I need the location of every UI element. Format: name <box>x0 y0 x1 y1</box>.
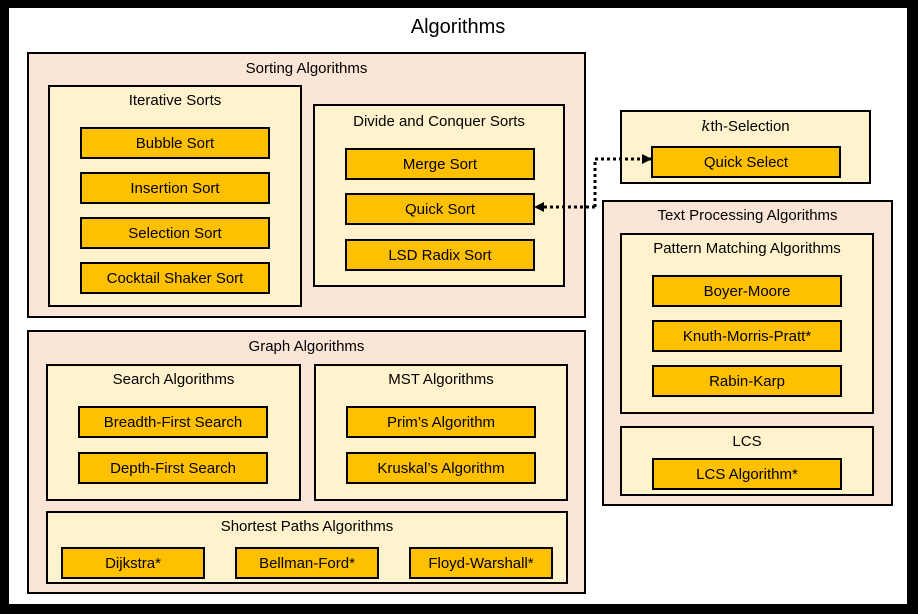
kth-selection-label: kth-Selection <box>622 117 869 135</box>
kth-selection-label-rest: th-Selection <box>710 118 790 135</box>
search-algorithms-label: Search Algorithms <box>112 371 235 388</box>
lcs-algorithm-box: LCS Algorithm* <box>652 458 842 490</box>
shortest-paths-algorithms-group: Shortest Paths Algorithms Dijkstra* Bell… <box>46 511 568 584</box>
insertion-sort-box: Insertion Sort <box>80 172 270 204</box>
bubble-sort-box: Bubble Sort <box>80 127 270 159</box>
rabin-karp-box: Rabin-Karp <box>652 365 842 397</box>
mst-algorithms-label: MST Algorithms <box>388 371 494 388</box>
boyer-moore-box: Boyer-Moore <box>652 275 842 307</box>
mst-algorithms-group: MST Algorithms Prim’s Algorithm Kruskal’… <box>314 364 568 501</box>
merge-sort-box: Merge Sort <box>345 148 535 180</box>
divide-and-conquer-sorts-label: Divide and Conquer Sorts <box>353 113 525 130</box>
diagram-title: Algorithms <box>410 16 506 38</box>
sorting-algorithms-group: Sorting Algorithms Iterative Sorts Bubbl… <box>27 52 586 318</box>
kruskals-algorithm-box: Kruskal’s Algorithm <box>346 452 536 484</box>
lsd-radix-sort-box: LSD Radix Sort <box>345 239 535 271</box>
shortest-paths-algorithms-label: Shortest Paths Algorithms <box>220 518 394 535</box>
lcs-label: LCS <box>732 433 762 450</box>
quick-select-box: Quick Select <box>651 146 841 178</box>
iterative-sorts-label: Iterative Sorts <box>128 92 222 109</box>
floyd-warshall-box: Floyd-Warshall* <box>409 547 553 579</box>
kth-selection-label-k: k <box>701 117 711 135</box>
dijkstra-box: Dijkstra* <box>61 547 205 579</box>
graph-algorithms-label: Graph Algorithms <box>248 338 365 355</box>
knuth-morris-pratt-box: Knuth-Morris-Pratt* <box>652 320 842 352</box>
text-processing-algorithms-group: Text Processing Algorithms Pattern Match… <box>602 200 893 506</box>
quick-sort-box: Quick Sort <box>345 193 535 225</box>
selection-sort-box: Selection Sort <box>80 217 270 249</box>
bellman-ford-box: Bellman-Ford* <box>235 547 379 579</box>
text-processing-algorithms-label: Text Processing Algorithms <box>657 207 838 224</box>
breadth-first-search-box: Breadth-First Search <box>78 406 268 438</box>
sorting-algorithms-label: Sorting Algorithms <box>245 60 368 77</box>
divide-and-conquer-sorts-group: Divide and Conquer Sorts Merge Sort Quic… <box>313 104 565 287</box>
cocktail-shaker-sort-box: Cocktail Shaker Sort <box>80 262 270 294</box>
search-algorithms-group: Search Algorithms Breadth-First Search D… <box>46 364 301 501</box>
depth-first-search-box: Depth-First Search <box>78 452 268 484</box>
kth-selection-group: kth-Selection Quick Select <box>620 110 871 184</box>
pattern-matching-algorithms-group: Pattern Matching Algorithms Boyer-Moore … <box>620 233 874 414</box>
lcs-group: LCS LCS Algorithm* <box>620 426 874 496</box>
iterative-sorts-group: Iterative Sorts Bubble Sort Insertion So… <box>48 85 302 307</box>
pattern-matching-algorithms-label: Pattern Matching Algorithms <box>653 240 841 257</box>
graph-algorithms-group: Graph Algorithms Search Algorithms Bread… <box>27 330 586 594</box>
prims-algorithm-box: Prim’s Algorithm <box>346 406 536 438</box>
